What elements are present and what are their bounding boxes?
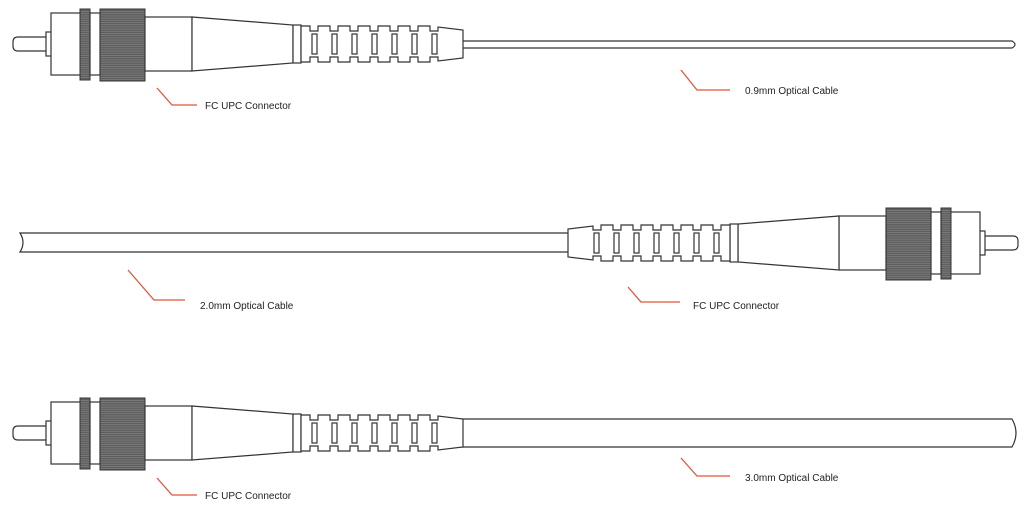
cable-3-0mm	[461, 418, 1017, 448]
cable-0-9mm	[461, 40, 1016, 49]
connector-label-2: FC UPC Connector	[693, 301, 780, 312]
cable-leader-line-3	[680, 457, 730, 477]
cable-leader-line-2	[127, 269, 185, 301]
cable-2-0mm	[18, 232, 571, 253]
cable-label-3: 3.0mm Optical Cable	[745, 473, 839, 484]
connector-label-1: FC UPC Connector	[205, 101, 292, 112]
fc-upc-connector-2	[567, 207, 1019, 281]
fc-upc-connector-3	[12, 397, 464, 471]
fc-upc-connector-1	[12, 8, 464, 82]
cable-label-2: 2.0mm Optical Cable	[200, 301, 294, 312]
cable-label-1: 0.9mm Optical Cable	[745, 86, 839, 97]
cable-leader-line-1	[680, 69, 730, 91]
connector-leader-line-2	[627, 286, 680, 303]
connector-leader-line-3	[156, 477, 197, 496]
connector-label-3: FC UPC Connector	[205, 491, 292, 502]
connector-leader-line-1	[156, 87, 197, 106]
